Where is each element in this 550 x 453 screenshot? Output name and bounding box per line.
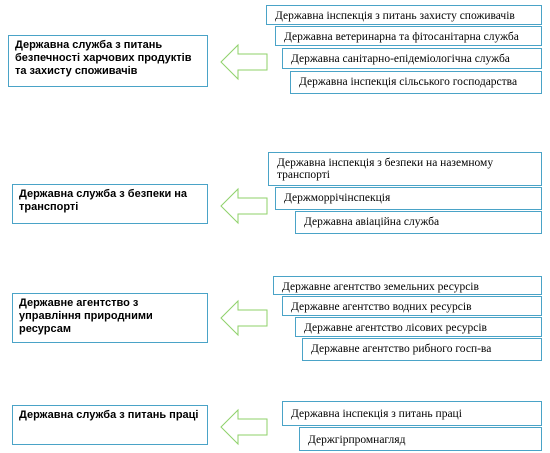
source-box-labor-inspection: Державна інспекція з питань праці xyxy=(282,401,542,426)
source-box-ground-transport-inspection: Державна інспекція з безпеки на наземном… xyxy=(268,152,542,186)
target-box-labor-service: Державна служба з питань праці xyxy=(12,405,208,445)
source-box-aviation-service: Державна авіаційна служба xyxy=(295,211,542,234)
left-arrow-icon xyxy=(220,299,268,337)
source-box-agriculture-inspection: Державна інспекція сільського господарст… xyxy=(290,71,542,94)
left-arrow-icon xyxy=(220,43,268,81)
source-box-mining-supervision: Держгірпромнагляд xyxy=(299,427,542,451)
source-box-land-resources: Державне агентство земельних ресурсів xyxy=(273,276,542,295)
target-box-food-safety: Державна служба з питань безпечності хар… xyxy=(8,35,208,87)
left-arrow-icon xyxy=(220,187,268,225)
target-box-natural-resources: Державне агентство з управління природни… xyxy=(12,293,208,343)
source-box-sanitary-service: Державна санітарно-епідеміологічна служб… xyxy=(282,48,542,69)
source-box-forest-resources: Державне агентство лісових ресурсів xyxy=(295,317,542,337)
source-box-fishery-agency: Державне агентство рибного госп-ва xyxy=(302,338,542,361)
target-box-transport-safety: Державна служба з безпеки на транспорті xyxy=(12,184,208,224)
source-box-water-resources: Державне агентство водних ресурсів xyxy=(282,296,542,316)
left-arrow-icon xyxy=(220,408,268,446)
source-box-veterinary-service: Державна ветеринарна та фітосанітарна сл… xyxy=(275,26,542,46)
source-box-sea-river-inspection: Держморрічінспекція xyxy=(275,187,542,210)
source-box-consumer-protection: Державна інспекція з питань захисту спож… xyxy=(266,5,542,25)
